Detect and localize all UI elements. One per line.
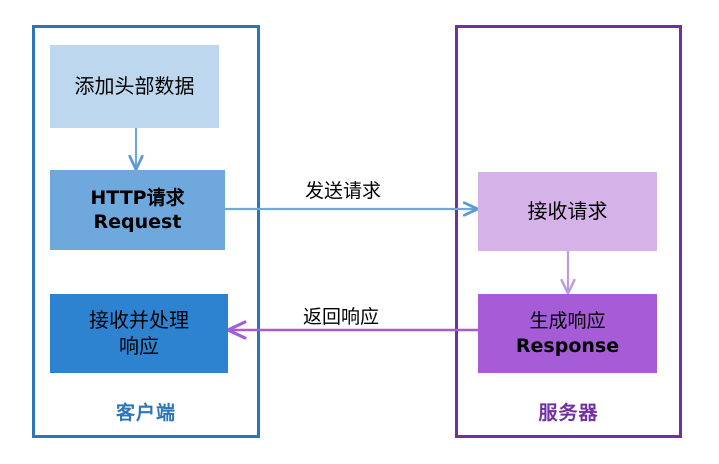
- node-receive-process-line2: 响应: [119, 333, 159, 358]
- edge-label-return-response: 返回响应: [303, 306, 380, 328]
- node-generate-response-line1: 生成响应: [529, 310, 606, 333]
- node-add-header[interactable]: 添加头部数据: [50, 45, 219, 128]
- node-generate-response-line2: Response: [515, 334, 620, 357]
- server-container-caption: 服务器: [538, 402, 599, 424]
- client-container: [32, 25, 260, 438]
- node-generate-response[interactable]: 生成响应 Response: [478, 294, 657, 373]
- node-add-header-line1: 添加头部数据: [74, 73, 195, 98]
- node-receive-process[interactable]: 接收并处理 响应: [50, 294, 228, 373]
- server-container: [455, 25, 682, 438]
- node-http-request-line1: HTTP请求: [90, 186, 185, 209]
- client-container-caption: 客户端: [115, 402, 176, 424]
- edge-label-send-request: 发送请求: [305, 180, 382, 202]
- node-receive-request[interactable]: 接收请求: [478, 172, 657, 251]
- node-receive-process-line1: 接收并处理: [89, 307, 189, 332]
- node-http-request[interactable]: HTTP请求 Request: [50, 170, 225, 250]
- node-receive-request-line1: 接收请求: [527, 198, 608, 223]
- node-http-request-line2: Request: [93, 211, 182, 233]
